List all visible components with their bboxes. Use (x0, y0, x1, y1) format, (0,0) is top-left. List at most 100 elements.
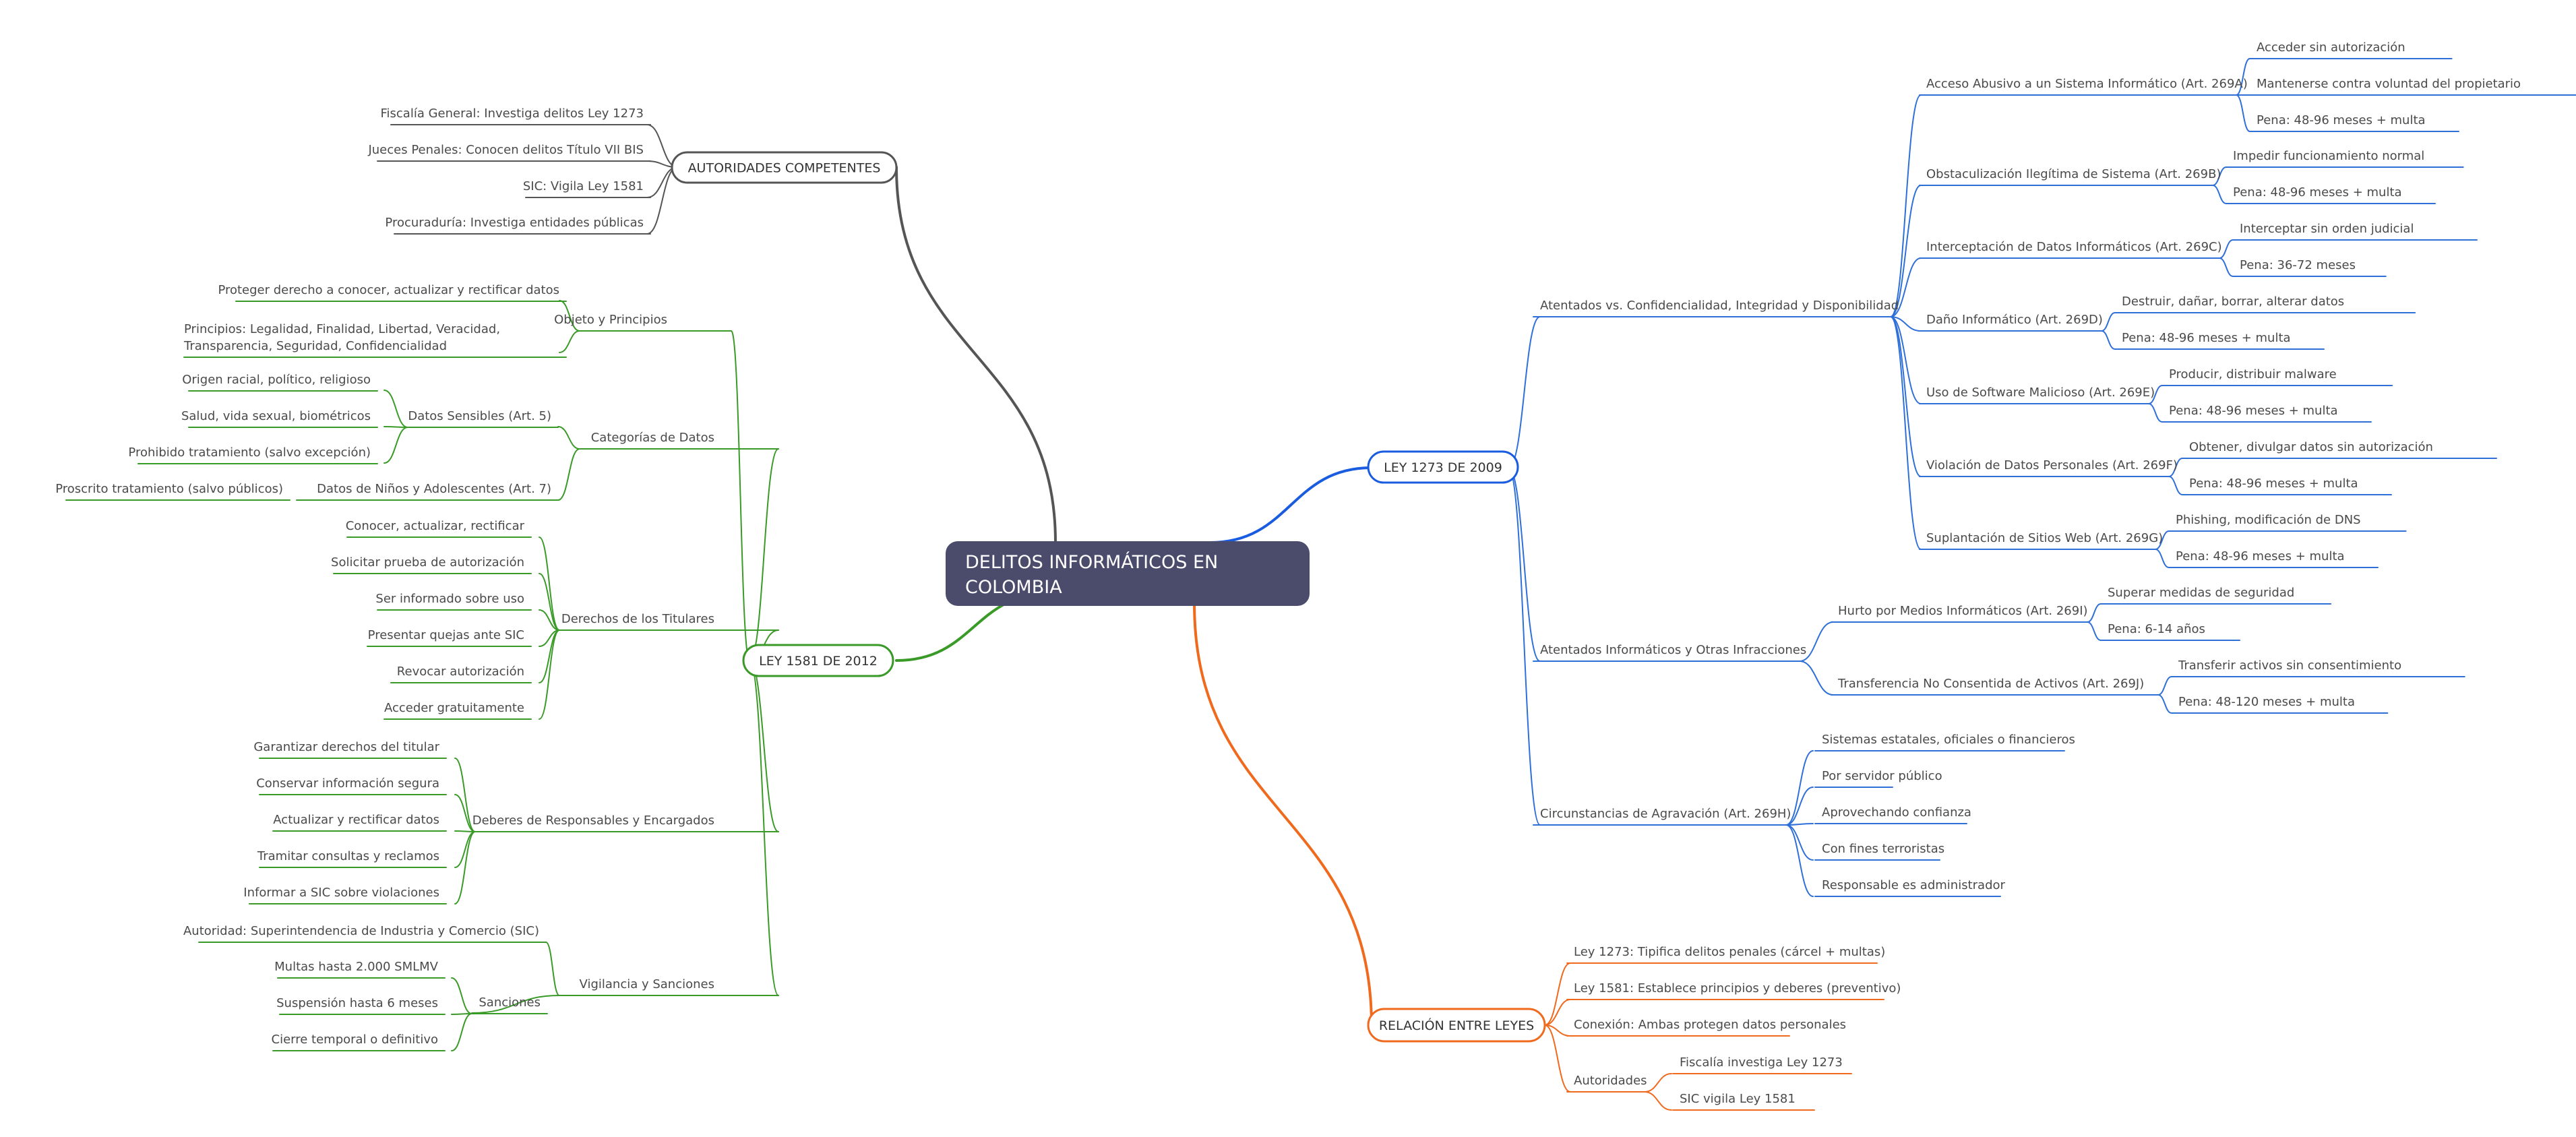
node-label-atentados-vs-confidencialidad-integridad-y-dispo: Atentados vs. Confidencialidad, Integrid… (1540, 299, 1899, 313)
node-label-pena-48-96-meses-multa: Pena: 48-96 meses + multa (2257, 113, 2426, 127)
connector-line (1890, 316, 1922, 404)
node-label-derechos-de-los-titulares: Derechos de los Titulares (561, 612, 714, 626)
node-label-pena-48-96-meses-multa: Pena: 48-96 meses + multa (2176, 549, 2345, 563)
connector-line (454, 830, 476, 832)
connector-line (1785, 824, 1814, 861)
node-label-suplantacion-de-sitios-web-art-269g: Suplantación de Sitios Web (Art. 269G) (1926, 531, 2163, 545)
node-label-pena-48-96-meses-multa: Pena: 48-96 meses + multa (2189, 477, 2358, 491)
node-label-procuraduria-investiga-entidades-publicas: Procuraduría: Investiga entidades públic… (385, 216, 644, 230)
node-label-pena-6-14-anos: Pena: 6-14 años (2108, 622, 2205, 636)
node-label-pena-48-120-meses-multa: Pena: 48-120 meses + multa (2178, 695, 2355, 709)
connector-ley1273 (1208, 466, 1373, 544)
branch-relacion[interactable]: RELACIÓN ENTRE LEYES (1367, 1008, 1546, 1043)
connector-line (559, 330, 580, 353)
connector-line (539, 536, 560, 631)
node-label-impedir-funcionamiento-normal: Impedir funcionamiento normal (2233, 149, 2424, 163)
node-label-prohibido-tratamiento-salvo-excepcion: Prohibido tratamiento (salvo excepción) (128, 445, 371, 460)
node-label-responsable-es-administrador: Responsable es administrador (1822, 878, 2006, 892)
node-label-obstaculizacion-ilegitima-de-sistema-art-269b: Obstaculización Ilegítima de Sistema (Ar… (1926, 167, 2221, 181)
connector-line (1785, 824, 1814, 897)
connector-line (1508, 467, 1541, 826)
node-label-conservar-informacion-segura: Conservar información segura (256, 776, 439, 791)
connector-line (454, 794, 476, 832)
node-label-sic-vigila-ley-1581: SIC: Vigila Ley 1581 (523, 179, 644, 193)
node-label-datos-sensibles-art-5: Datos Sensibles (Art. 5) (408, 409, 551, 423)
node-label-conexion-ambas-protegen-datos-personales: Conexión: Ambas protegen datos personale… (1574, 1018, 1846, 1032)
node-label-cierre-temporal-o-definitivo: Cierre temporal o definitivo (272, 1033, 439, 1047)
connector-line (451, 1013, 472, 1051)
node-label-pena-36-72-meses: Pena: 36-72 meses (2240, 258, 2356, 272)
node-label-informar-a-sic-sobre-violaciones: Informar a SIC sobre violaciones (243, 886, 439, 900)
node-label-vigilancia-y-sanciones: Vigilancia y Sanciones (580, 977, 714, 991)
connector-line (454, 758, 476, 832)
connector-line (2212, 166, 2227, 186)
branch-ley1273-frame (1367, 450, 1519, 484)
connector-line (2157, 676, 2172, 696)
connector-line (2087, 621, 2102, 641)
root-title-line-1: DELITOS INFORMÁTICOS EN (965, 551, 1218, 573)
node-label-atentados-informaticos-y-otras-infracciones: Atentados Informáticos y Otras Infraccio… (1540, 643, 1806, 657)
connector-line (2168, 476, 2183, 495)
node-label-solicitar-prueba-de-autorizacion: Solicitar prueba de autorización (331, 555, 524, 570)
node-label-deberes-de-responsables-y-encargados: Deberes de Responsables y Encargados (472, 813, 714, 828)
connector-line (646, 166, 678, 235)
node-label-principios-legalidad-finalidad-libertad-veracida: Principios: Legalidad, Finalidad, Libert… (184, 322, 500, 336)
node-label-autoridad-superintendencia-de-industria-y-comerc: Autoridad: Superintendencia de Industria… (183, 924, 539, 938)
node-label-actualizar-y-rectificar-datos: Actualizar y rectificar datos (273, 813, 439, 827)
connector-line (1544, 999, 1571, 1026)
branch-ley1581-frame (742, 644, 894, 677)
root-node[interactable]: DELITOS INFORMÁTICOS EN COLOMBIA (946, 541, 1310, 606)
node-label-producir-distribuir-malware: Producir, distribuir malware (2169, 367, 2337, 381)
connector-line (557, 448, 580, 501)
connector-line (2219, 239, 2234, 259)
node-label-revocar-autorizacion: Revocar autorización (397, 665, 524, 679)
node-label-aprovechando-confianza: Aprovechando confianza (1822, 805, 1971, 820)
node-label-obtener-divulgar-datos-sin-autorizacion: Obtener, divulgar datos sin autorización (2189, 440, 2433, 454)
node-label-fiscalia-general-investiga-delitos-ley-1273: Fiscalía General: Investiga delitos Ley … (380, 106, 644, 121)
node-label-con-fines-terroristas: Con fines terroristas (1822, 842, 1944, 856)
connector-line (1799, 660, 1834, 696)
node-label-sistemas-estatales-oficiales-o-financieros: Sistemas estatales, oficiales o financie… (1822, 733, 2075, 747)
node-label-circunstancias-de-agravacion-art-269h: Circunstancias de Agravación (Art. 269H) (1540, 807, 1791, 821)
root-title-line-2: COLOMBIA (965, 577, 1062, 598)
branch-autoridades[interactable]: AUTORIDADES COMPETENTES (671, 151, 898, 184)
node-label-fiscalia-investiga-ley-1273: Fiscalía investiga Ley 1273 (1680, 1055, 1843, 1070)
connector-line (2155, 549, 2170, 568)
branch-ley1273[interactable]: LEY 1273 DE 2009 (1367, 450, 1519, 484)
node-label-suspension-hasta-6-meses: Suspensión hasta 6 meses (276, 996, 438, 1010)
node-label-ser-informado-sobre-uso: Ser informado sobre uso (375, 592, 524, 606)
connector-line (384, 390, 408, 428)
connector-line (1890, 316, 1922, 332)
connector-line (2148, 403, 2163, 423)
connector-line (2168, 458, 2183, 477)
branch-ley1581-label: LEY 1581 DE 2012 (759, 654, 878, 669)
connector-line (749, 660, 779, 832)
connector-line (2157, 694, 2172, 714)
node-label-objeto-y-principios: Objeto y Principios (554, 313, 667, 327)
node-label-acceso-abusivo-a-un-sistema-informatico-art-269a: Acceso Abusivo a un Sistema Informático … (1926, 77, 2248, 91)
connector-line (454, 831, 476, 868)
node-label-proteger-derecho-a-conocer-actualizar-y-rectific: Proteger derecho a conocer, actualizar y… (218, 283, 559, 297)
node-label-multas-hasta-2-000-smlmv: Multas hasta 2.000 SMLMV (274, 960, 439, 974)
connector-line (749, 448, 779, 661)
node-label-uso-de-software-malicioso-art-269e: Uso de Software Malicioso (Art. 269E) (1926, 386, 2155, 400)
node-label-proscrito-tratamiento-salvo-publicos: Proscrito tratamiento (salvo públicos) (55, 482, 283, 496)
node-label-pena-48-96-meses-multa: Pena: 48-96 meses + multa (2169, 404, 2338, 418)
node-label-transferir-activos-sin-consentimiento: Transferir activos sin consentimiento (2178, 658, 2401, 673)
branch-ley1581[interactable]: LEY 1581 DE 2012 (742, 644, 894, 677)
node-label-phishing-modificacion-de-dns: Phishing, modificación de DNS (2176, 513, 2361, 527)
node-label-hurto-por-medios-informaticos-art-269i: Hurto por Medios Informáticos (Art. 269I… (1838, 604, 2088, 618)
node-label-destruir-danar-borrar-alterar-datos: Destruir, dañar, borrar, alterar datos (2122, 295, 2344, 309)
node-label-salud-vida-sexual-biometricos: Salud, vida sexual, biométricos (181, 409, 371, 423)
node-label-ley-1581-establece-principios-y-deberes-preventi: Ley 1581: Establece principios y deberes… (1574, 981, 1901, 995)
connector-line (384, 427, 408, 464)
connector-line (545, 942, 560, 996)
node-label-interceptar-sin-orden-judicial: Interceptar sin orden judicial (2240, 222, 2414, 236)
connector-line (2236, 58, 2250, 96)
node-label-por-servidor-publico: Por servidor público (1822, 769, 1942, 783)
connector-line (2148, 385, 2163, 404)
node-label-superar-medidas-de-seguridad: Superar medidas de seguridad (2108, 586, 2294, 600)
connector-line (1799, 621, 1834, 662)
connector-line (1890, 316, 1922, 477)
